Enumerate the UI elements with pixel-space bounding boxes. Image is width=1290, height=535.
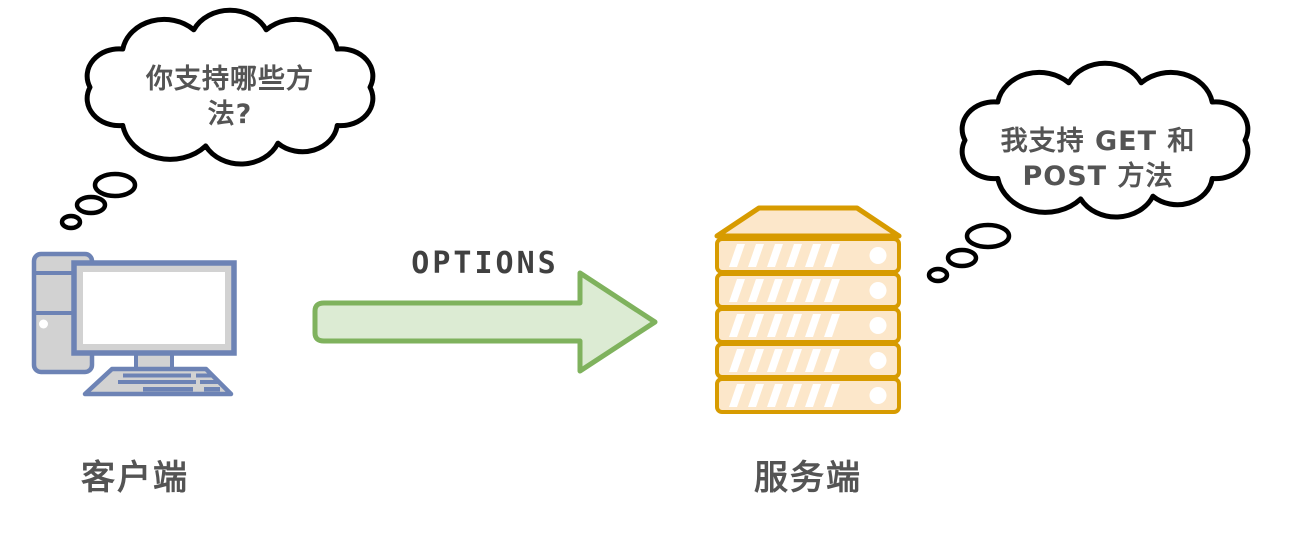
server-thought-line2: POST 方法 [1022,161,1174,192]
thought-trail-dot [964,222,1012,250]
client-thought-line2: 法? [207,99,253,130]
request-method-label: OPTIONS [411,246,559,281]
server-rack-unit [715,237,901,274]
client-thought-text: 你支持哪些方 法? [100,62,360,132]
server-icon [714,205,902,414]
tower-power-button [39,319,48,329]
thought-trail-dot [74,194,108,216]
server-thought-text: 我支持 GET 和 POST 方法 [958,124,1238,194]
monitor-screen [83,272,225,344]
cloud-shape [962,63,1248,217]
server-label: 服务端 [754,458,862,498]
thought-trail-dot [59,213,83,231]
server-rack-unit [715,272,901,309]
server-rack-unit [715,342,901,379]
options-arrow [312,270,658,374]
server-rack-unit [715,377,901,414]
thought-trail-dot [945,247,979,269]
client-computer-icon [31,251,237,397]
right-arrow-shape [312,270,658,374]
server-top-cap [714,205,902,239]
cloud-shape [87,10,373,164]
client-thought-bubble [59,5,400,231]
thought-trail-dot [92,171,138,199]
client-thought-line1: 你支持哪些方 [146,64,314,95]
server-thought-line1: 我支持 GET 和 [1000,126,1196,157]
server-rack-unit [715,307,901,344]
client-label: 客户端 [81,458,189,498]
thought-trail-dot [926,266,950,284]
server-thought-bubble [926,58,1275,284]
